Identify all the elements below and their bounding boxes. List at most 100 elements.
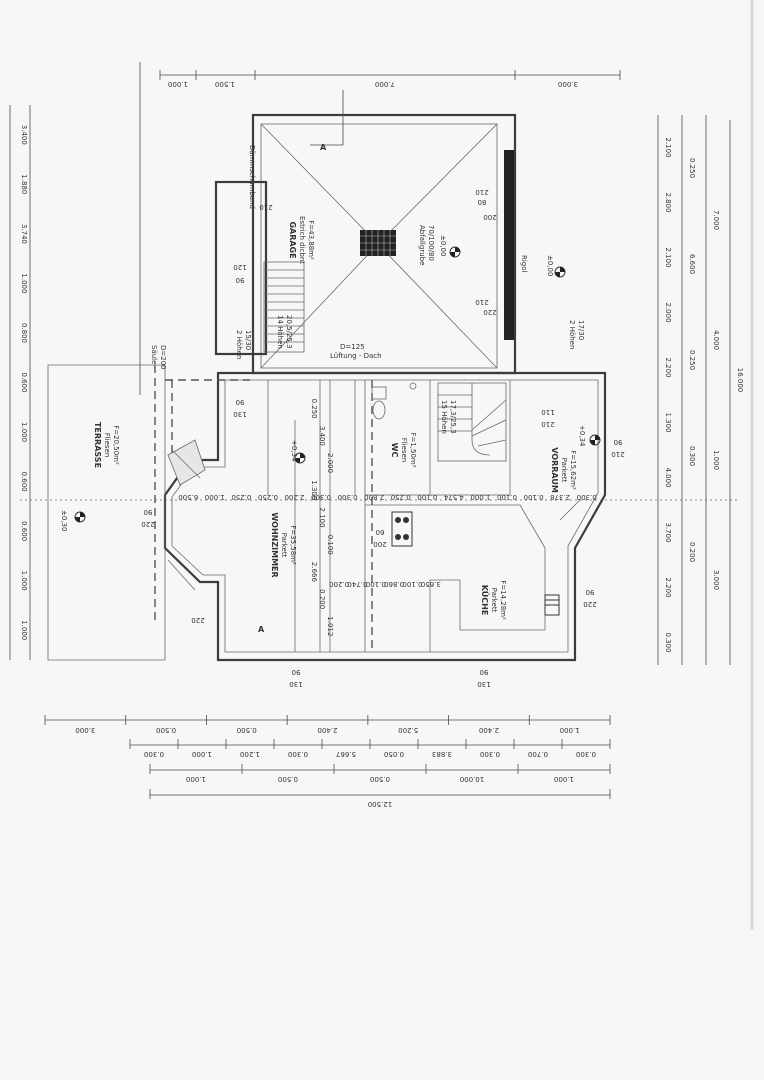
bottom-dimension: 3.000 — [75, 726, 95, 734]
room-vorraum: VORRAUM Parkett F=15,62m² — [550, 447, 577, 493]
opening-dimension: 220 — [191, 616, 204, 624]
right-dimension: 3.700 — [664, 522, 672, 542]
svg-text:KÜCHE: KÜCHE — [480, 585, 490, 616]
garage-stair — [263, 261, 305, 353]
opening-dimension: 90 — [480, 668, 489, 676]
room-terrasse: TERRASSE Fliesen F=20,50m² — [93, 422, 120, 468]
left-dimension: 1.000 — [20, 422, 28, 442]
right-dimension: 0.250 — [688, 350, 696, 370]
left-dimension: 0.600 — [20, 372, 28, 392]
opening-dimension: 80 — [478, 198, 487, 206]
svg-text:Parkett: Parkett — [560, 458, 568, 483]
opening-dimension: 200 — [483, 213, 496, 221]
left-dimension: 3.400 — [20, 125, 28, 145]
right-dimension: 0.250 — [688, 158, 696, 178]
right-dimension: 2.200 — [664, 577, 672, 597]
svg-text:GARAGE: GARAGE — [288, 221, 297, 258]
opening-dimension: 90 — [144, 508, 153, 516]
bottom-dimension: 0.300 — [480, 750, 500, 758]
bay-windows — [167, 439, 581, 591]
opening-dimension: 210 — [611, 450, 624, 458]
bottom-dimension: 0.500 — [156, 726, 176, 734]
right-dimension: 2.800 — [664, 192, 672, 212]
svg-text:F=15,62m²: F=15,62m² — [569, 450, 577, 490]
opening-dimension: 210 — [475, 188, 488, 196]
opening-dimension: 90 — [614, 438, 623, 446]
room-wc: WC Fliesen F=1,50m² — [390, 432, 417, 467]
interior-dimension: 3.650 — [421, 580, 441, 588]
interior-dimension: 0.100 — [497, 493, 517, 501]
bottom-dimension: 0.500 — [278, 775, 298, 783]
interior-dimension: 0.100 — [402, 580, 422, 588]
right-dimension: 2.200 — [664, 357, 672, 377]
roof-line-3 — [260, 243, 379, 369]
right-dimension: 2.100 — [664, 247, 672, 267]
section-a-top: A — [320, 143, 327, 152]
abfluss-label: Abfallgrube 70/100/80 — [418, 225, 435, 265]
left-dimension: 1.880 — [20, 174, 28, 194]
daemmung-label: Dämmschamband — [248, 145, 256, 209]
main-stair-label: 15 Höhen 17,3/25,3 — [440, 400, 457, 434]
top-dimension: 7.000 — [375, 80, 395, 88]
right-dimension: 2.000 — [664, 302, 672, 322]
interior-dimension: 0.100 — [524, 493, 544, 501]
svg-text:15 Höhen: 15 Höhen — [440, 400, 448, 434]
interior-dimension: 0.300 — [311, 493, 331, 501]
bottom-dimension: 1.000 — [554, 775, 574, 783]
bottom-dimension: 2.400 — [317, 726, 337, 734]
opening-dimension: 60 — [376, 528, 385, 536]
roof-line-4 — [377, 243, 498, 369]
svg-text:Lüftung - Dach: Lüftung - Dach — [330, 352, 382, 360]
interior-dimension: 0.100 — [417, 493, 437, 501]
opening-dimension: 120 — [233, 263, 246, 271]
opening-dimension: 90 — [292, 668, 301, 676]
opening-dimension: 90 — [586, 588, 595, 596]
interior-dimension: 2.100 — [318, 507, 326, 527]
left-dimension: 1.000 — [20, 273, 28, 293]
level-markers — [74, 246, 601, 523]
svg-text:TERRASSE: TERRASSE — [93, 422, 102, 468]
labels-layer: TERRASSE Fliesen F=20,50m² ±0,30 WOHNZIM… — [60, 143, 586, 634]
interior-dimension: 1.300 — [310, 480, 318, 500]
top-dimension: 1.500 — [215, 80, 235, 88]
svg-text:Säule: Säule — [150, 345, 158, 364]
opening-dimension: 210 — [259, 203, 272, 211]
bottom-dimension: 5.667 — [336, 750, 356, 758]
svg-text:20,5/25,3: 20,5/25,3 — [285, 315, 293, 349]
lueftung-label: Lüftung - Dach D=125 — [330, 343, 382, 360]
bottom-dimension: 0.300 — [288, 750, 308, 758]
svg-text:Estrich dicbnt: Estrich dicbnt — [298, 216, 306, 264]
opening-dimension: 200 — [373, 540, 386, 548]
opening-dimension: 130 — [289, 680, 302, 688]
interior-dimension: 1.000 — [205, 493, 225, 501]
right-dimension: 6.600 — [688, 254, 696, 274]
interior-dimension: 3.400 — [318, 426, 326, 446]
bottom-dimension: 1.000 — [186, 775, 206, 783]
bottom-dimension: 3.883 — [432, 750, 452, 758]
right-dimension: 0.200 — [688, 542, 696, 562]
wohnzimmer-level: +0,34 — [290, 440, 298, 462]
bottom-dimension-ticks — [44, 715, 611, 799]
right-dimension: 1.000 — [712, 450, 720, 470]
left-dimension: 1.000 — [20, 620, 28, 640]
svg-text:WC: WC — [390, 443, 399, 458]
interior-dimension: 0.100 — [326, 535, 334, 555]
room-garage: GARAGE Estrich dicbnt F=43,88m² — [288, 216, 315, 264]
top-dimension: 1.000 — [168, 80, 188, 88]
bottom-dimension: 0.500 — [237, 726, 257, 734]
right-dimension: 0.300 — [664, 632, 672, 652]
svg-text:17,3/25,3: 17,3/25,3 — [449, 400, 457, 434]
svg-text:Abfallgrube: Abfallgrube — [418, 225, 426, 265]
svg-text:17/30: 17/30 — [577, 320, 585, 340]
svg-text:F=35,58m²: F=35,58m² — [289, 525, 297, 565]
bottom-dimension: 1.000 — [192, 750, 212, 758]
interior-dimension: 1.000 — [470, 493, 490, 501]
right-dimension: 4.000 — [664, 467, 672, 487]
svg-text:D=125: D=125 — [340, 343, 365, 351]
svg-text:Fliesen: Fliesen — [103, 433, 111, 458]
svg-text:2 Höhen: 2 Höhen — [235, 330, 243, 359]
